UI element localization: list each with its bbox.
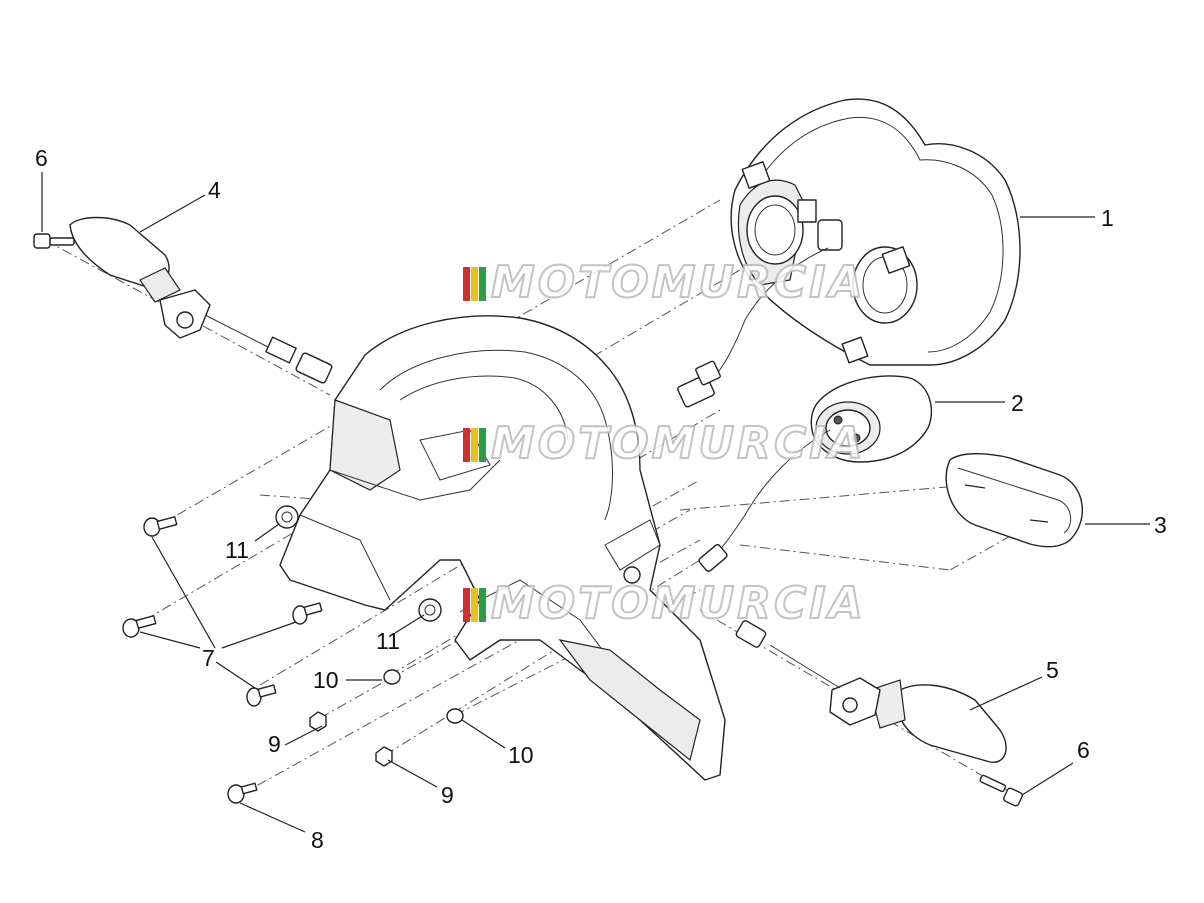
screw-7-a (143, 516, 178, 537)
licence-plate-light (698, 375, 933, 572)
callout-8: 8 (311, 827, 324, 853)
tail-light-assembly (677, 98, 1021, 408)
callout-6-left: 6 (35, 145, 48, 171)
callout-6-right: 6 (1077, 737, 1090, 763)
watermark-text: MOTOMURCIA (491, 578, 866, 629)
watermark-text: MOTOMURCIA (491, 257, 866, 308)
screw-7-b (122, 615, 157, 638)
watermark-top: MOTOMURCIA (463, 256, 866, 309)
watermark-text: MOTOMURCIA (491, 418, 866, 469)
leader-lines (41, 172, 1150, 833)
callout-9-right: 9 (441, 782, 454, 808)
washer-10-b (446, 708, 464, 724)
screw-7-c (292, 602, 323, 625)
hardware (33, 233, 1023, 807)
screw-8 (227, 782, 258, 804)
callout-4: 4 (208, 177, 221, 203)
nut-11-b (418, 598, 442, 622)
callout-10-right: 10 (508, 742, 534, 768)
callout-numbers: 1 2 3 4 5 6 6 7 8 9 9 10 10 11 11 (35, 145, 1167, 853)
callout-3: 3 (1154, 512, 1167, 538)
callout-11-lower: 11 (376, 628, 400, 654)
watermark-bottom: MOTOMURCIA (463, 577, 866, 630)
callout-2: 2 (1011, 390, 1024, 416)
callout-10-left: 10 (313, 667, 339, 693)
screw-7-d (246, 684, 277, 707)
plate-light-lens (945, 453, 1084, 548)
indicator-right (735, 620, 1007, 763)
callout-9-left: 9 (268, 731, 281, 757)
nut-9-b (375, 746, 393, 767)
callout-7: 7 (202, 645, 215, 671)
callout-1: 1 (1101, 205, 1114, 231)
screw-6-left (33, 233, 75, 249)
licence-plate-holder (279, 315, 726, 781)
callout-11-upper: 11 (225, 537, 249, 563)
nut-11-a (275, 505, 299, 529)
callout-5: 5 (1046, 657, 1059, 683)
watermark-middle: MOTOMURCIA (463, 417, 866, 470)
screw-6-right (979, 774, 1023, 807)
washer-10-a (383, 669, 401, 685)
indicator-left (69, 216, 333, 384)
